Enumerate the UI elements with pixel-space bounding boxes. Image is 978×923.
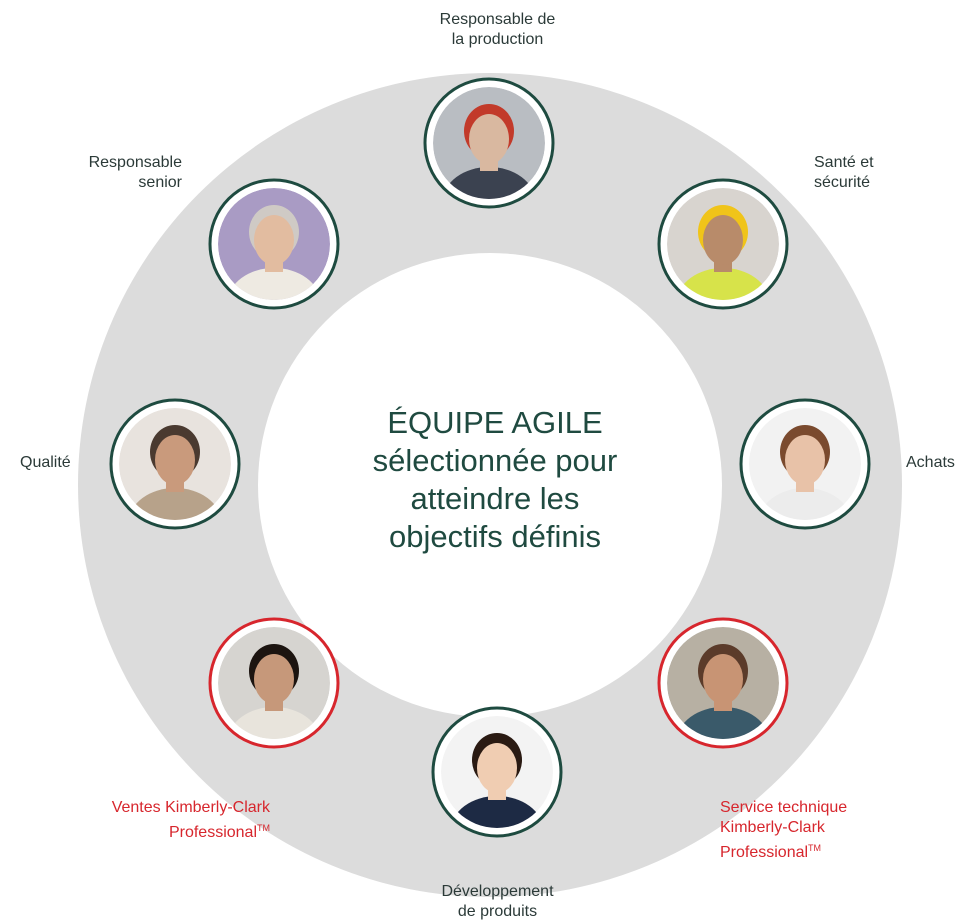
avatar-service bbox=[657, 617, 789, 749]
center-title-line4: objectifs définis bbox=[389, 519, 601, 554]
label-service-line1: Service technique bbox=[720, 799, 848, 816]
label-production-line2: la production bbox=[451, 31, 544, 48]
label-service-tm: TM bbox=[808, 843, 822, 853]
avatar-ventes bbox=[208, 617, 340, 749]
label-service: Service technique Kimberly-Clark Profess… bbox=[720, 798, 920, 863]
avatar-developpement bbox=[431, 706, 563, 838]
center-title: ÉQUIPE AGILE sélectionnée pour atteindre… bbox=[300, 404, 690, 556]
label-qualite: Qualité bbox=[20, 453, 100, 473]
avatar-qualite bbox=[109, 398, 241, 530]
center-circle bbox=[258, 253, 722, 717]
center-title-line2: sélectionnée pour bbox=[372, 443, 618, 478]
center-title-line1: ÉQUIPE AGILE bbox=[387, 405, 603, 440]
label-ventes-line2: Professional bbox=[168, 824, 257, 841]
avatar-senior bbox=[208, 178, 340, 310]
label-developpement-line2: de produits bbox=[457, 903, 538, 920]
label-senior-line2: senior bbox=[138, 174, 182, 191]
center-title-line3: atteindre les bbox=[410, 481, 580, 516]
label-senior: Responsable senior bbox=[50, 153, 182, 193]
label-sante: Santé et sécurité bbox=[814, 153, 934, 193]
label-service-line2: Kimberly-Clark bbox=[720, 819, 825, 836]
label-achats-line1: Achats bbox=[906, 454, 955, 471]
avatar-achats bbox=[739, 398, 871, 530]
label-sante-line2: sécurité bbox=[814, 174, 871, 191]
label-ventes: Ventes Kimberly-Clark ProfessionalTM bbox=[60, 798, 270, 843]
label-production-line1: Responsable de bbox=[439, 11, 556, 28]
label-service-line3: Professional bbox=[720, 844, 809, 861]
label-achats: Achats bbox=[906, 453, 976, 473]
avatar-production bbox=[423, 77, 555, 209]
label-production: Responsable de la production bbox=[410, 10, 585, 50]
label-sante-line1: Santé et bbox=[814, 154, 874, 171]
label-senior-line1: Responsable bbox=[88, 154, 182, 171]
avatar-sante bbox=[657, 178, 789, 310]
label-ventes-tm: TM bbox=[257, 823, 270, 833]
label-ventes-line1: Ventes Kimberly-Clark bbox=[111, 799, 270, 816]
label-developpement: Développement de produits bbox=[410, 882, 585, 922]
label-qualite-line1: Qualité bbox=[20, 454, 71, 471]
label-developpement-line1: Développement bbox=[441, 883, 554, 900]
